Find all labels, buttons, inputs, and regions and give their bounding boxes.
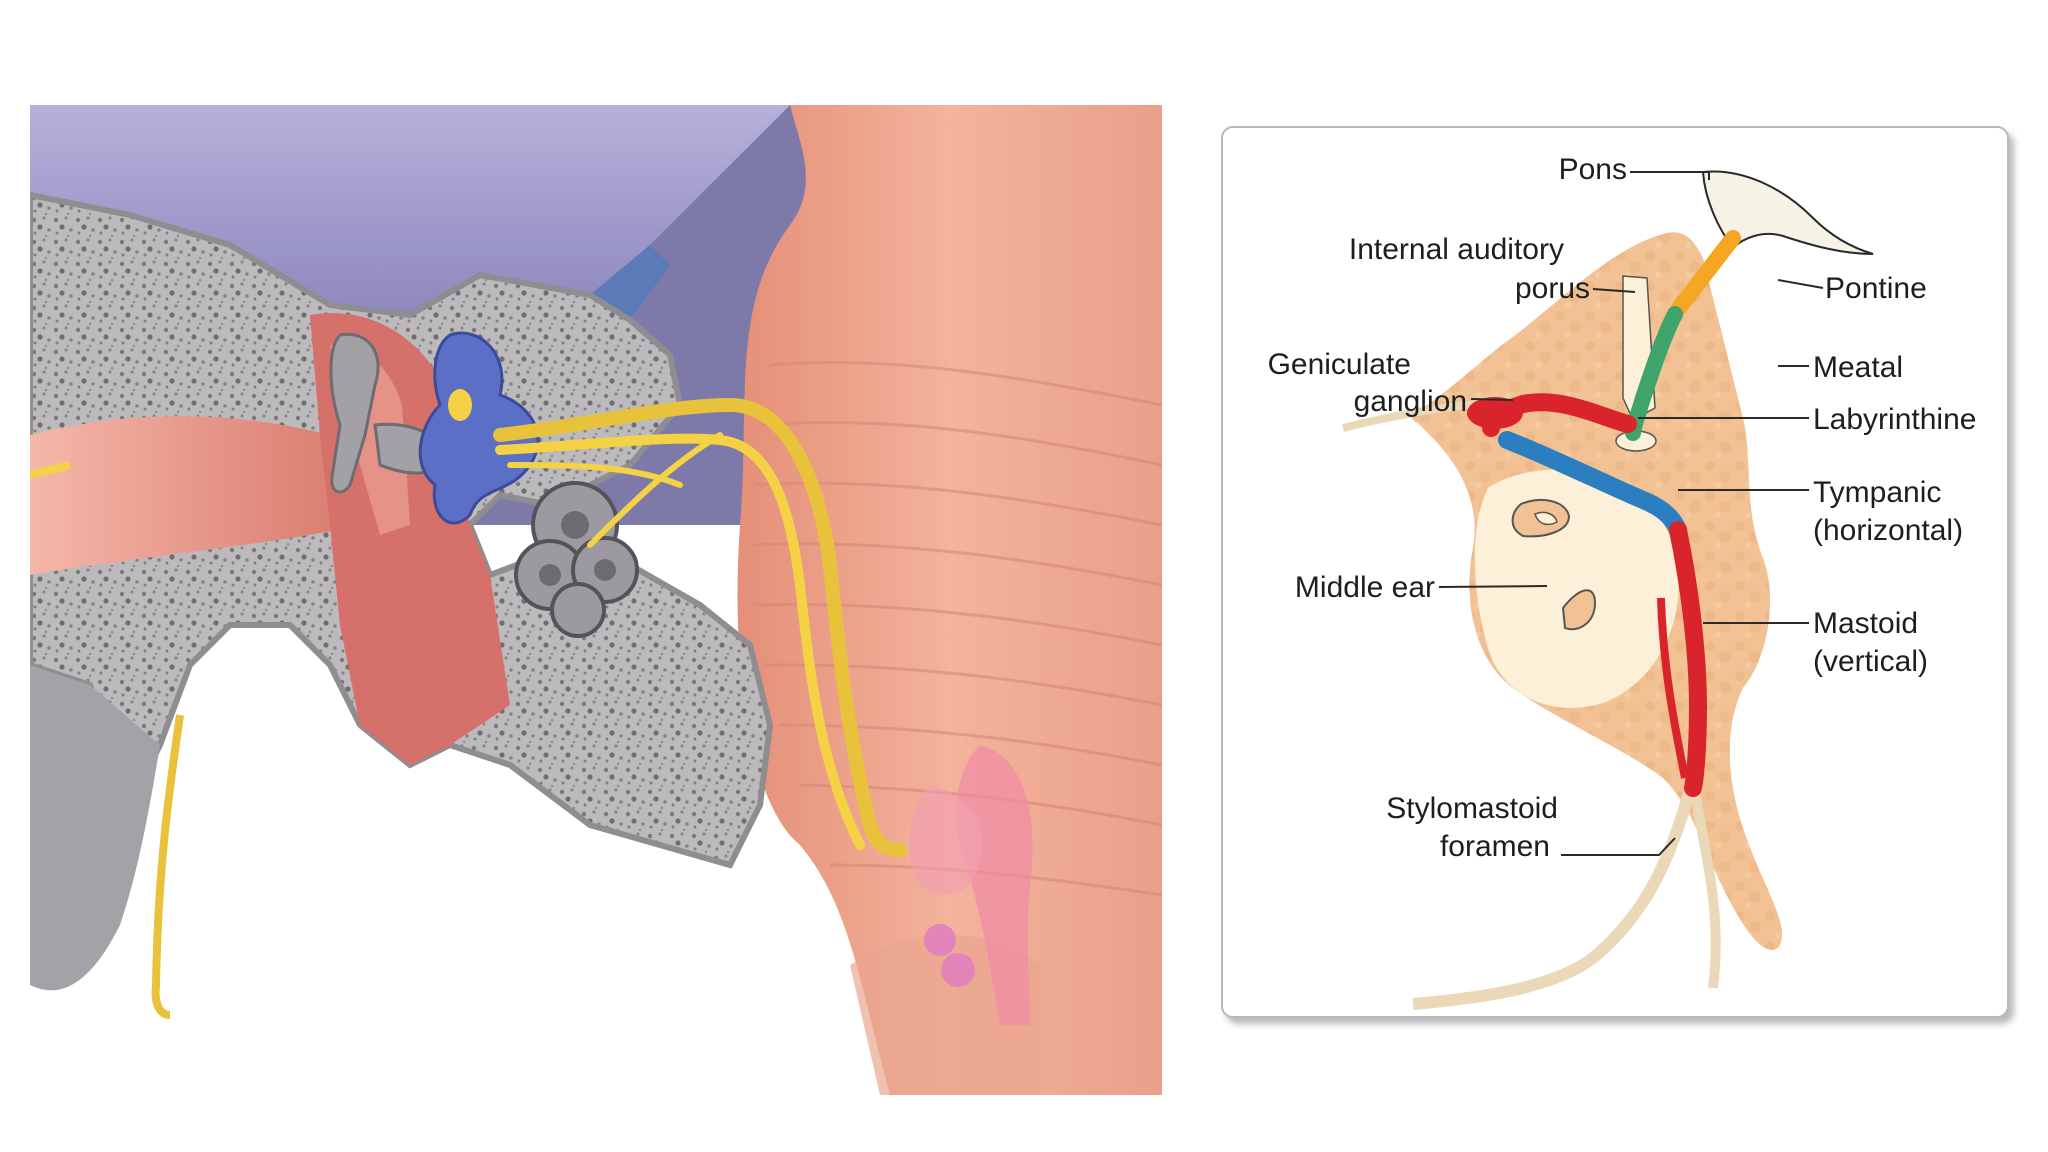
facial-nerve <box>493 397 907 857</box>
tentorium-membrane <box>30 105 790 315</box>
label-geniculate-ganglion-line2: ganglion <box>1354 385 1467 418</box>
label-labyrinthine: Labyrinthine <box>1813 403 1976 436</box>
pontine-segment <box>1671 230 1741 316</box>
mastoid-segment <box>1669 521 1708 797</box>
label-pons: Pons <box>1559 153 1627 186</box>
label-mastoid-line1: Mastoid <box>1813 607 1918 640</box>
parotid-region <box>909 745 1033 1025</box>
leader-lines <box>1438 171 1824 856</box>
malleus <box>329 332 380 494</box>
mastoid-tip <box>30 665 160 991</box>
greater-petrosal-nerve <box>1342 400 1479 432</box>
label-mastoid-line2: (vertical) <box>1813 645 1928 678</box>
sigmoid-sinus <box>590 245 670 320</box>
label-geniculate-ganglion-line1: Geniculate <box>1268 348 1411 381</box>
vestibular-labyrinth <box>418 331 540 525</box>
vestibular-ganglion <box>448 389 472 421</box>
label-internal-auditory-porus-line1: Internal auditory <box>1349 233 1564 266</box>
label-meatal: Meatal <box>1813 351 1903 384</box>
geniculate-ganglion-shape <box>1467 397 1523 429</box>
facial-nerve-segments-diagram: Pons Internal auditory porus Geniculate … <box>1221 126 2009 1018</box>
brainstem <box>737 105 1162 1095</box>
label-pontine: Pontine <box>1825 272 1927 305</box>
external-ear-canal <box>30 416 360 575</box>
label-tympanic-line1: Tympanic <box>1813 476 1941 509</box>
label-internal-auditory-porus-line2: porus <box>1515 272 1590 305</box>
label-stylomastoid-foramen-line1: Stylomastoid <box>1386 792 1558 825</box>
cochlea <box>514 481 639 638</box>
tympanic-segment <box>1498 431 1687 539</box>
label-stylomastoid-foramen-line2: foramen <box>1440 830 1550 863</box>
label-tympanic-line2: (horizontal) <box>1813 514 1963 547</box>
descending-nerve-branch <box>151 714 184 1019</box>
ear-anatomy-illustration <box>30 105 1162 1095</box>
label-middle-ear: Middle ear <box>1295 571 1435 604</box>
